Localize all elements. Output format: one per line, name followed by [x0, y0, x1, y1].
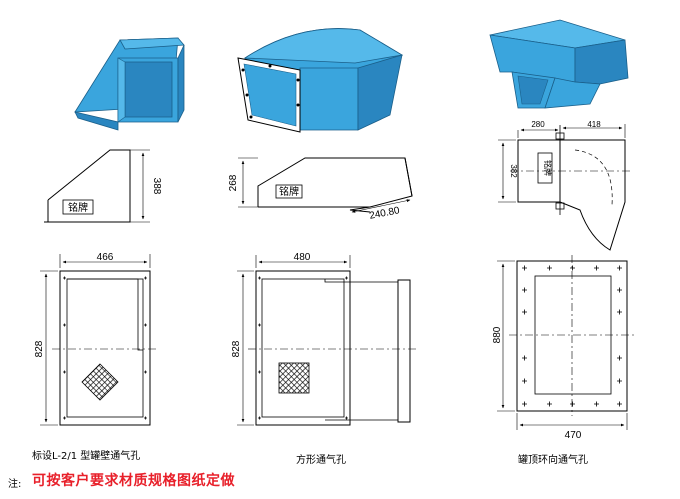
vent3-front-view	[497, 255, 635, 430]
vent3-top-right-dim: 418	[587, 120, 601, 129]
vent1-height-dim: 388	[151, 178, 162, 195]
vent1-body-dim: 828	[34, 340, 45, 357]
note-text: 可按客户要求材质规格图纸定做	[32, 473, 235, 489]
vent2-nameplate: 铭牌	[279, 185, 299, 198]
vent1-nameplate: 铭牌	[68, 201, 88, 214]
vent3-caption: 罐顶环向通气孔	[518, 455, 588, 466]
vent1-front-view	[40, 254, 158, 426]
vent2-3d-illustration	[237, 28, 404, 133]
vent1-mesh-grille	[81, 363, 119, 401]
vent3-height-dim: 382	[509, 164, 518, 178]
vent1-3d-illustration	[74, 37, 185, 131]
vent2-body-dim: 828	[231, 340, 242, 357]
vent1-side-view	[44, 149, 150, 223]
vent2-caption: 方形通气孔	[296, 455, 346, 466]
vent2-side-view	[238, 157, 413, 213]
vent1-caption: 标设L-2/1 型罐壁通气孔	[32, 451, 141, 462]
vent1-width-dim: 466	[97, 252, 114, 263]
note-label: 注:	[8, 479, 22, 490]
vent3-nameplate: 铭牌	[543, 160, 553, 176]
vent2-height-dim: 268	[228, 174, 239, 191]
vent3-width-dim: 470	[565, 430, 582, 441]
vent2-mesh-grille	[278, 362, 310, 394]
vent3-side-view	[498, 124, 630, 251]
vent3-body-dim: 880	[492, 326, 503, 343]
vent2-width-dim: 480	[294, 252, 311, 263]
vent3-top-left-dim: 280	[531, 120, 545, 129]
vent3-3d-illustration	[489, 19, 629, 109]
vent2-front-view	[237, 255, 418, 426]
